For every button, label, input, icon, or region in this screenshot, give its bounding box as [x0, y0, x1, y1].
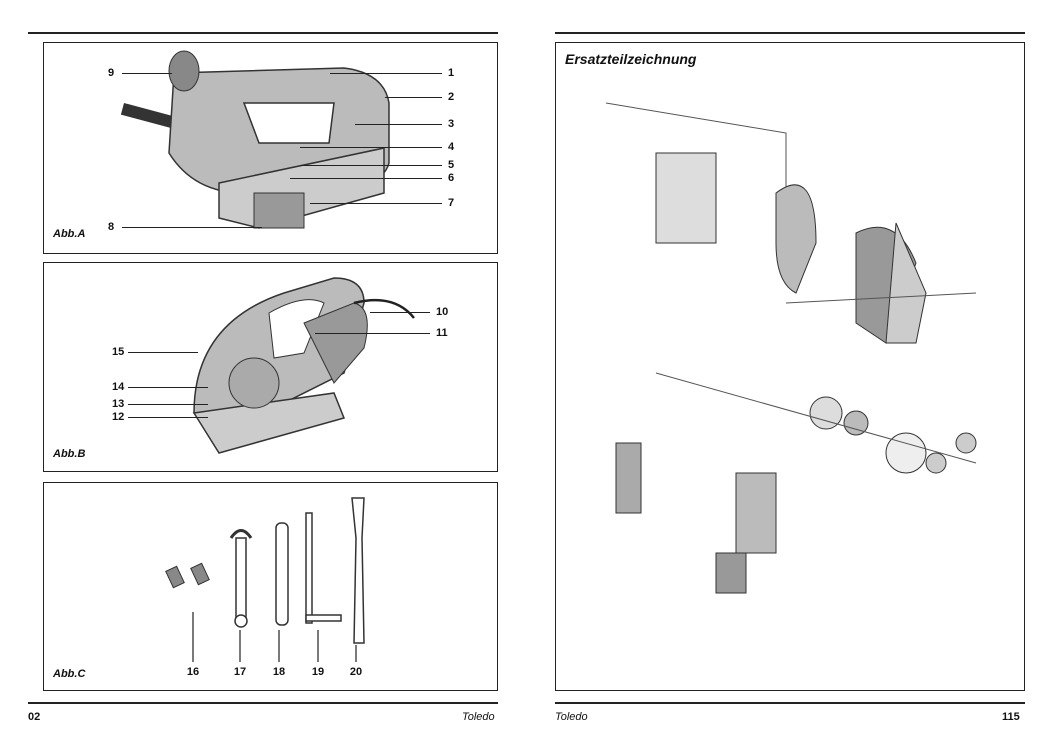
- caption-abb-b: Abb.B: [53, 448, 86, 460]
- footer-product-right: Toledo: [555, 711, 588, 723]
- callout-b-15: 15: [112, 346, 125, 358]
- tool-label-19: 19: [311, 666, 325, 678]
- callout-b-13: 13: [112, 398, 125, 410]
- tool-leader-lines: [192, 612, 357, 662]
- bottom-rule-right: [555, 702, 1025, 704]
- bottom-rule-left: [28, 702, 498, 704]
- panel-b: Abb.B: [43, 262, 498, 472]
- footer-page-number-right: 115: [1002, 711, 1020, 723]
- callout-a-2: 2: [448, 91, 455, 103]
- callout-a-5: 5: [448, 159, 455, 171]
- callout-b-11: 11: [436, 327, 448, 339]
- footer-product-left: Toledo: [462, 711, 495, 723]
- tools-illustration-c: [165, 497, 365, 644]
- tool-label-18: 18: [272, 666, 286, 678]
- callout-a-6: 6: [448, 172, 455, 184]
- machine-illustration-a: [120, 50, 390, 229]
- top-rule-left: [28, 32, 498, 34]
- callout-b-12: 12: [112, 411, 125, 423]
- tool-label-20: 20: [349, 666, 363, 678]
- panel-c: Abb.C: [43, 482, 498, 691]
- callout-a-8: 8: [108, 221, 115, 233]
- top-rule-right: [555, 32, 1025, 34]
- exploded-view-panel: Ersatzteilzeichnung: [555, 42, 1025, 691]
- callout-a-4: 4: [448, 141, 455, 153]
- footer-page-number-left: 02: [28, 711, 41, 723]
- callout-a-9: 9: [108, 67, 115, 79]
- exploded-parts-drawing: [605, 102, 977, 594]
- machine-illustration-b: [192, 277, 415, 454]
- callout-b-14: 14: [112, 381, 125, 393]
- tool-label-16: 16: [186, 666, 200, 678]
- exploded-view-title: Ersatzteilzeichnung: [565, 51, 697, 67]
- caption-abb-a: Abb.A: [53, 228, 86, 240]
- callout-a-7: 7: [448, 197, 455, 209]
- caption-abb-c: Abb.C: [53, 668, 86, 680]
- callout-a-3: 3: [448, 118, 455, 130]
- panel-a: Abb.A: [43, 42, 498, 254]
- tool-label-17: 17: [233, 666, 247, 678]
- callout-a-1: 1: [448, 67, 455, 79]
- callout-b-10: 10: [436, 306, 449, 318]
